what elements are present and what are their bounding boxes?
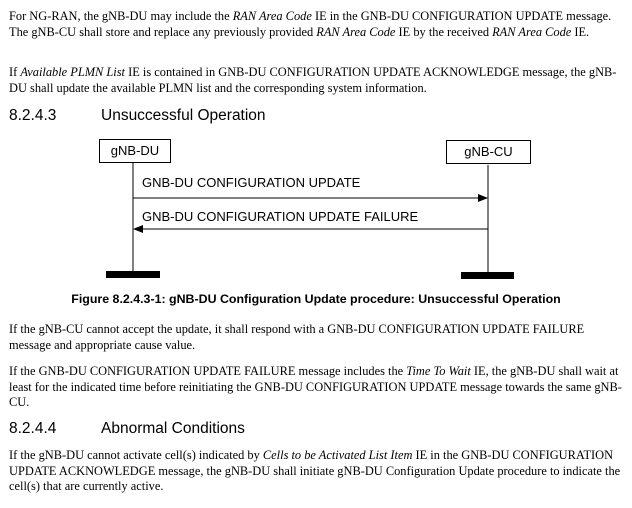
paragraph-available-plmn: If Available PLMN List IE is contained i… [9, 65, 627, 96]
text-run: If the gNB-CU cannot accept the update, … [9, 322, 585, 352]
text-run: IE is contained in GNB-DU CONFIGURATION … [9, 65, 617, 95]
text-run: For NG-RAN, the gNB-DU may include the [9, 9, 233, 23]
gnb-du-end-bar [106, 271, 160, 278]
gnb-du-entity-box: gNB-DU [99, 139, 171, 163]
section-number: 8.2.4.4 [9, 420, 57, 437]
ie-name: Time To Wait [406, 364, 471, 378]
section-heading-unsuccessful: 8.2.4.3 Unsuccessful Operation [9, 107, 266, 125]
ie-name: RAN Area Code [492, 24, 572, 39]
text-run: IE by the received [395, 24, 493, 39]
figure-caption: Figure 8.2.4.3-1: gNB-DU Configuration U… [71, 292, 561, 306]
text-run: IE. [571, 24, 590, 39]
ie-name: RAN Area Code [232, 9, 312, 23]
text-run: IE in the GNB-DU CONFIGURATION UPDATE AC… [9, 448, 621, 493]
gnb-cu-end-bar [461, 272, 514, 279]
text-run: If the GNB-DU CONFIGURATION UPDATE FAILU… [9, 364, 407, 378]
gnb-cu-entity-box: gNB-CU [446, 140, 531, 164]
paragraph-time-to-wait: If the GNB-DU CONFIGURATION UPDATE FAILU… [9, 364, 627, 411]
ie-name: Available PLMN List [20, 65, 125, 79]
text-run: IE, the gNB-DU shall wait at least for t… [9, 364, 622, 409]
section-heading-abnormal: 8.2.4.4 Abnormal Conditions [9, 420, 245, 438]
text-run: If [9, 65, 21, 79]
section-title: Unsuccessful Operation [101, 107, 266, 124]
text-run: IE in the GNB-DU CONFIGURATION UPDATE me… [9, 9, 612, 39]
gnb-cu-label: gNB-CU [464, 144, 513, 159]
gnb-du-label: gNB-DU [110, 143, 160, 158]
paragraph-cannot-accept: If the gNB-CU cannot accept the update, … [9, 322, 627, 353]
section-number: 8.2.4.3 [9, 107, 57, 124]
text-run: If the gNB-DU cannot activate cell(s) in… [9, 448, 263, 462]
message-1-label: GNB-DU CONFIGURATION UPDATE [142, 175, 361, 190]
paragraph-ran-area-code: For NG-RAN, the gNB-DU may include the R… [9, 9, 627, 40]
ie-name: RAN Area Code [316, 24, 396, 39]
section-title: Abnormal Conditions [101, 420, 245, 437]
paragraph-abnormal-conditions: If the gNB-DU cannot activate cell(s) in… [9, 448, 627, 495]
ie-name: Cells to be Activated List Item [262, 448, 413, 462]
message-2-label: GNB-DU CONFIGURATION UPDATE FAILURE [142, 209, 419, 224]
